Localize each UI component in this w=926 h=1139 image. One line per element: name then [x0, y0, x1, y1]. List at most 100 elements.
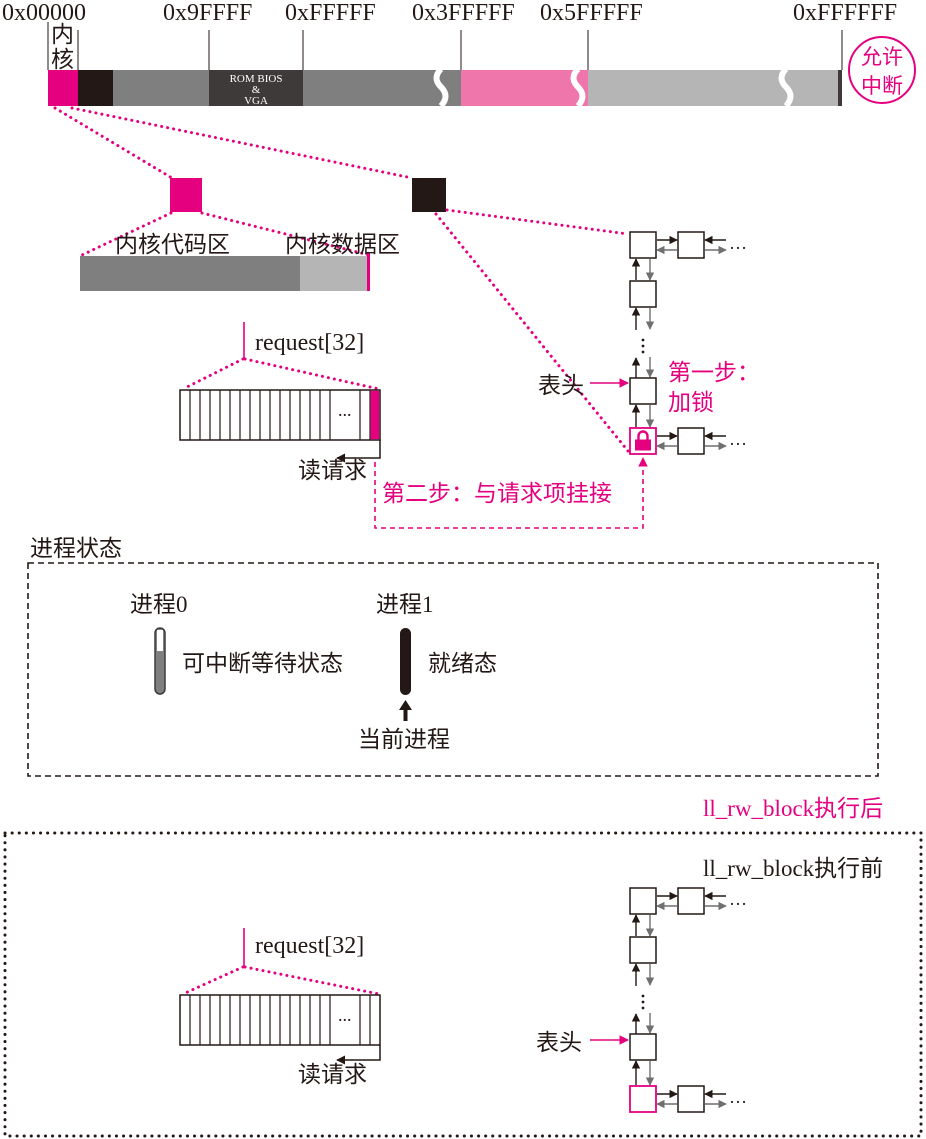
request-array-label: request[32]	[255, 933, 364, 959]
rom-bios-vga-segment	[209, 70, 303, 106]
main-memory-segment	[588, 70, 838, 106]
kernel-code-label: 内核代码区	[115, 232, 230, 257]
array-ellipsis: ...	[338, 400, 352, 420]
zoom-guide	[434, 212, 630, 453]
upper-request-array: request[32] ... 读请求	[179, 322, 381, 483]
badge-label: 中断	[861, 74, 903, 98]
upper-request-list: … … 表头 第一步： 加锁	[538, 231, 760, 455]
list-ellipsis: …	[729, 1087, 747, 1107]
target-buffer-node	[629, 1085, 657, 1113]
zoom-guide	[445, 208, 630, 236]
zoom-guide	[181, 965, 245, 996]
tube-empty-part	[157, 630, 163, 651]
address-label: 0x9FFFF	[163, 0, 252, 26]
process-name: 进程0	[130, 592, 188, 617]
zoom-guide	[200, 211, 371, 257]
request-array-label: request[32]	[255, 330, 364, 356]
process-state-label: 就绪态	[428, 651, 497, 676]
kernel-data-area	[300, 256, 370, 291]
address-label: 0xFFFFFF	[793, 0, 897, 26]
list-node	[629, 231, 657, 259]
ramdisk-segment	[461, 70, 588, 106]
range-break-3	[778, 66, 794, 109]
process-states-frame	[27, 562, 879, 777]
ready-state-tube-icon	[400, 628, 411, 695]
list-head-node	[629, 1033, 657, 1061]
badge-circle	[848, 36, 916, 104]
lower-request-list: … … 表头	[536, 887, 747, 1113]
before-exec-label: ll_rw_block执行前	[703, 856, 883, 881]
vertical-ellipsis-dot	[641, 350, 645, 354]
zoom-guide	[243, 357, 381, 391]
zoom-guide	[243, 965, 381, 996]
memory-map: 0x00000 0x9FFFF 0xFFFFF 0x3FFFFF 0x5FFFF…	[2, 0, 916, 109]
request-array-cells	[189, 390, 371, 440]
rom-bios-label: VGA	[244, 95, 268, 107]
list-node	[629, 936, 657, 964]
step1-label: 加锁	[668, 390, 714, 415]
kernel-segment	[48, 70, 78, 106]
request-array-marker	[367, 252, 370, 291]
interrupt-enabled-badge: 允许 中断	[848, 36, 916, 104]
kernel-label: 内	[51, 22, 74, 47]
step2-link-arrow	[374, 457, 648, 529]
current-process-label: 当前进程	[358, 727, 450, 752]
request-list-zoom-square	[412, 178, 446, 212]
list-ellipsis: …	[729, 889, 747, 909]
zoom-guide	[181, 357, 245, 391]
zoom-guide	[53, 106, 174, 180]
before-exec-frame	[3, 831, 923, 1138]
vertical-ellipsis-dot	[641, 1000, 645, 1004]
vertical-ellipsis-dot	[641, 344, 645, 348]
list-head-node	[629, 377, 657, 405]
kernel-layout-bar: 内核代码区 内核数据区	[80, 232, 400, 291]
address-label: 0x3FFFFF	[412, 0, 515, 26]
array-ellipsis: ...	[338, 1005, 352, 1025]
read-request-label: 读请求	[298, 458, 367, 483]
list-node	[677, 427, 705, 455]
kernel-zoom-square	[170, 178, 202, 212]
list-node	[677, 231, 705, 259]
zoom-guide	[80, 211, 173, 257]
process-name: 进程1	[376, 592, 434, 617]
process-state-label: 可中断等待状态	[182, 651, 343, 676]
lower-request-array: request[32] ... 读请求	[179, 928, 381, 1087]
read-request-arrow	[336, 440, 381, 463]
vertical-ellipsis-dot	[641, 994, 645, 998]
process-0: 进程0 可中断等待状态	[130, 592, 343, 695]
read-request-arrow	[336, 1045, 381, 1065]
kernel-data-label: 内核数据区	[285, 232, 400, 257]
kernel-tail-segment	[78, 70, 113, 106]
process-1: 进程1 就绪态 当前进程	[358, 592, 497, 752]
list-head-label: 表头	[536, 1030, 582, 1055]
address-label: 0x00000	[2, 0, 86, 26]
list-node	[629, 280, 657, 308]
list-ellipsis: …	[729, 429, 747, 449]
kernel-code-area	[80, 256, 300, 291]
vertical-ellipsis-dot	[641, 338, 645, 342]
range-break-2	[570, 66, 586, 109]
low-memory-segment	[113, 70, 209, 106]
zoom-guide	[70, 106, 414, 180]
address-label: 0x5FFFFF	[540, 0, 643, 26]
rom-bios-label: ROM BIOS	[230, 73, 283, 85]
read-request-label: 读请求	[298, 1062, 367, 1087]
step1-label: 第一步：	[668, 360, 760, 385]
process-states-title: 进程状态	[30, 536, 122, 561]
list-head-label: 表头	[538, 373, 584, 398]
address-label: 0xFFFFF	[285, 0, 376, 26]
list-node	[677, 887, 705, 915]
step2-label: 第二步：与请求项挂接	[382, 481, 612, 506]
list-ellipsis: …	[729, 233, 747, 253]
lock-icon	[635, 430, 651, 451]
memory-end-segment	[838, 70, 842, 106]
after-exec-label: ll_rw_block执行后	[703, 796, 883, 821]
badge-label: 允许	[861, 45, 903, 69]
list-node	[629, 887, 657, 915]
active-request-slot	[370, 390, 380, 440]
vertical-ellipsis-dot	[641, 1006, 645, 1010]
request-array-cells	[189, 995, 371, 1045]
kernel-label: 核	[51, 47, 74, 72]
rom-bios-label: &	[252, 84, 261, 96]
